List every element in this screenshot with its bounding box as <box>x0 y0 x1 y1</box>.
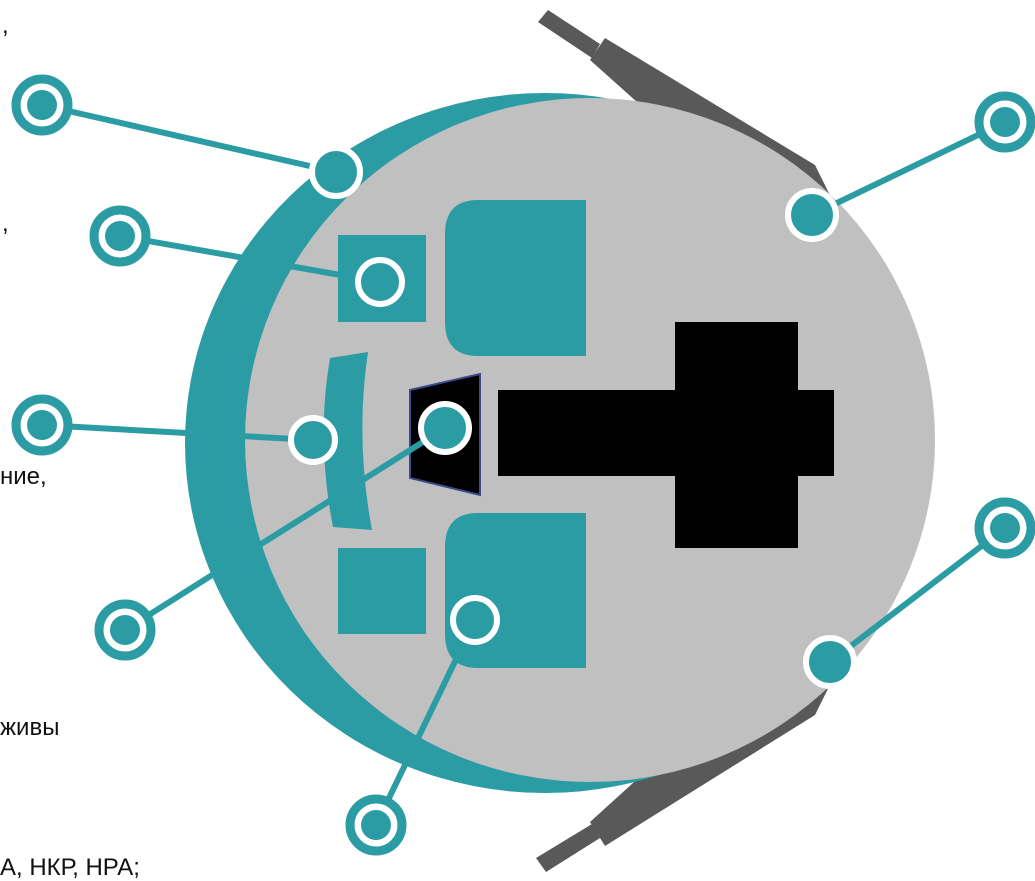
outer-marker-dot <box>105 221 135 251</box>
text-fragment-3: ние, <box>0 463 47 490</box>
upper-fin-rod <box>538 10 600 58</box>
outer-marker-dot <box>110 615 140 645</box>
outer-marker-dot <box>361 810 391 840</box>
inner-anchor-marker <box>803 635 857 689</box>
text-fragment-1: , <box>2 12 9 39</box>
outer-marker-dot <box>27 410 57 440</box>
inner-anchor-marker <box>450 595 500 645</box>
lower-fin-rod <box>536 824 600 872</box>
outer-marker-dot <box>990 513 1020 543</box>
callout-lower-left <box>94 599 156 661</box>
callout-top-right <box>974 91 1035 153</box>
text-fragment-5: А, НКР, НРА; <box>0 854 140 881</box>
outer-marker-dot <box>27 90 57 120</box>
connector-line <box>39 102 339 175</box>
connector-lines <box>39 102 1008 828</box>
connector-line <box>809 119 1008 218</box>
curved-array <box>323 352 372 530</box>
connector-line <box>117 233 383 285</box>
connector-line <box>373 617 478 828</box>
callout-bottom <box>345 794 407 856</box>
callout-middle-left <box>11 394 73 456</box>
callout-bottom-right <box>974 497 1035 559</box>
connector-line <box>827 525 1008 665</box>
inner-anchor-marker <box>785 188 839 242</box>
upper-large-module <box>445 200 586 356</box>
outer-marker-dot <box>990 107 1020 137</box>
inner-anchor-marker <box>309 145 363 199</box>
connector-line <box>122 425 448 633</box>
connector-line <box>39 422 316 443</box>
cross-vertical-bar <box>675 322 798 548</box>
inner-anchor-marker <box>418 401 472 455</box>
inner-anchors <box>288 145 857 689</box>
text-fragment-4: живы <box>0 714 60 741</box>
text-fragment-2: , <box>2 210 9 237</box>
inner-anchor-marker <box>355 257 405 307</box>
callout-upper-left <box>89 205 151 267</box>
inner-anchor-marker <box>288 415 338 465</box>
callout-top-left <box>11 74 73 136</box>
lower-small-module <box>338 548 426 634</box>
